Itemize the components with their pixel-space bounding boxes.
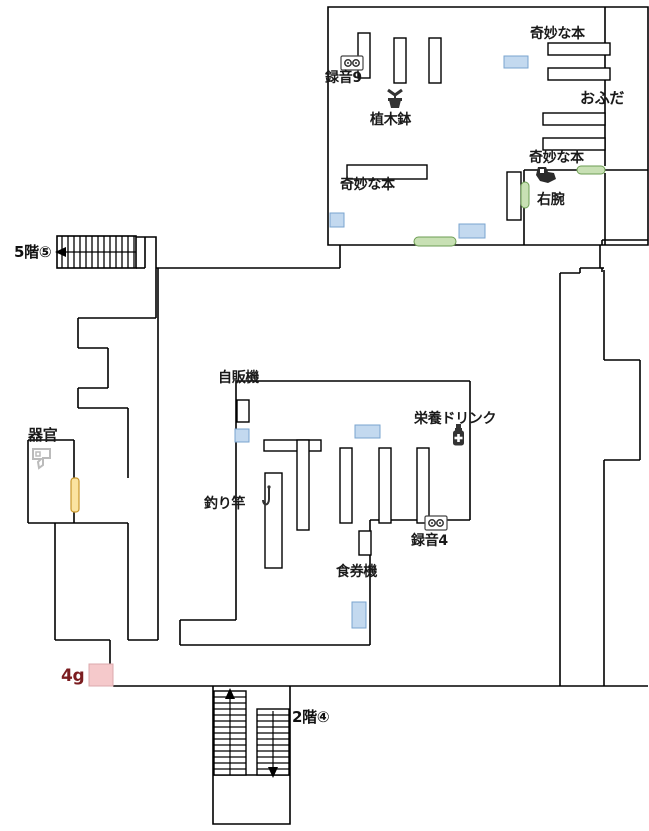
door-marker-orange [70,477,80,513]
stairs-5f [55,235,137,269]
door-markers-orange [70,477,80,513]
label-rokuon-4: 録音4 [411,533,448,549]
label-start-4g: 4g [61,666,85,686]
stairs-2f-down [256,708,290,778]
item-marker [503,55,529,69]
door-marker-green [413,236,457,247]
label-kimyou-na-hon-1: 奇妙な本 [530,26,585,42]
bottle-icon [453,424,464,446]
item-marker [351,601,367,629]
hook-icon [262,485,271,506]
furniture-main-room [236,399,430,569]
cassette-icon [340,55,364,71]
start-marker [88,663,114,687]
door-marker-green [520,181,530,209]
item-marker [458,223,486,239]
door-marker-green [576,165,606,175]
label-ofuda: おふだ [580,89,625,107]
item-marker [354,424,381,439]
label-tsurizao: 釣り竿 [204,496,246,512]
cassette-icon [424,515,448,531]
furniture-top-room [346,32,611,221]
plant-icon [387,88,403,108]
item-markers [234,55,529,629]
organ-icon [32,448,51,470]
label-shokkenki: 食券機 [336,564,378,580]
arm-icon [536,167,556,183]
label-rokuon-9: 録音9 [325,70,362,86]
corridor-walls [27,236,648,687]
item-marker [234,428,250,443]
label-kikan: 器官 [28,426,58,444]
label-kimyou-na-hon-2: 奇妙な本 [529,150,584,166]
label-jihanki: 自販機 [218,370,260,386]
item-marker [329,212,345,228]
stairs-2f-up [213,688,247,776]
label-floor-5: 5階⑤ [14,243,52,261]
door-markers-green [413,165,606,247]
label-floor-2: 2階④ [292,708,330,726]
label-kimyou-na-hon-3: 奇妙な本 [340,177,395,193]
label-migiude: 右腕 [537,192,565,208]
label-eiyou-drink: 栄養ドリンク [414,411,497,427]
label-uekibachi: 植木鉢 [370,112,412,128]
room-upper-large [327,6,649,246]
